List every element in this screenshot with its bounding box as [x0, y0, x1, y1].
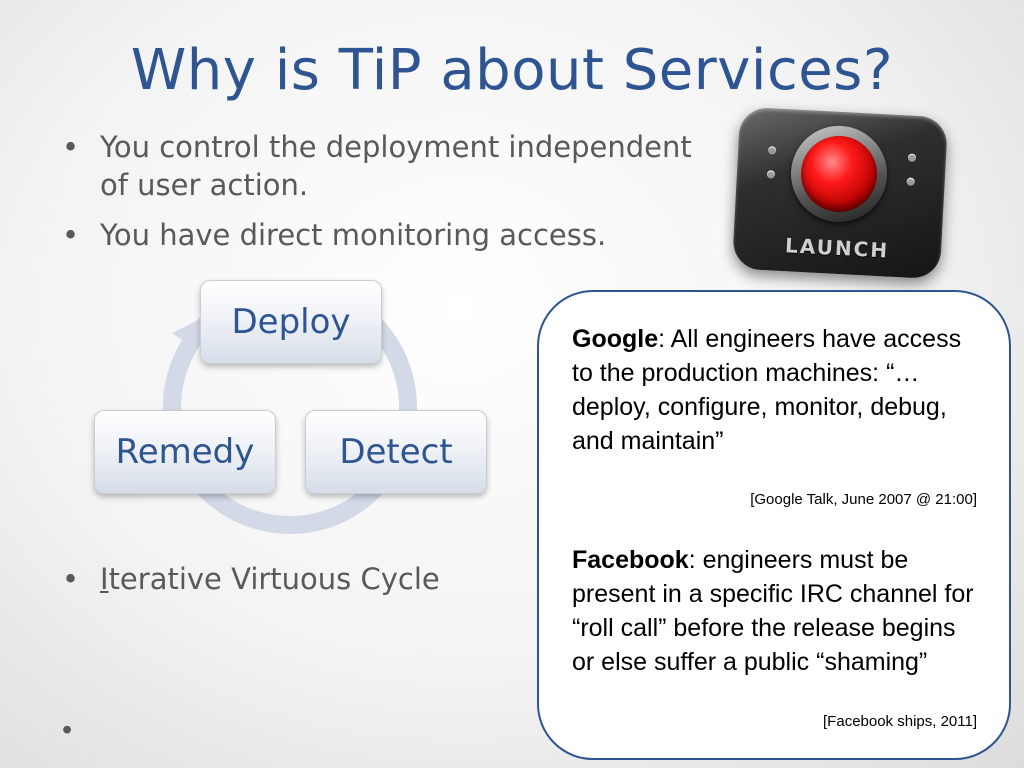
cycle-node-deploy: Deploy [200, 280, 382, 364]
screw-icon [766, 170, 776, 179]
facebook-label: Facebook [572, 546, 689, 574]
virtuous-cycle-diagram: Deploy Detect Remedy [90, 275, 510, 545]
facebook-text: : engineers must be present in a specifi… [572, 546, 974, 676]
google-label: Google [572, 325, 659, 353]
bullet-first-letter: I [100, 562, 109, 596]
bullet-list: You control the deployment independent o… [62, 128, 702, 266]
empty-bullet: • [62, 714, 73, 746]
launch-label: LAUNCH [784, 233, 890, 263]
bullet-item: You control the deployment independent o… [62, 128, 702, 204]
facebook-source: [Facebook ships, 2011] [823, 713, 977, 730]
screw-icon [767, 146, 777, 155]
bullet-text: terative Virtuous Cycle [108, 562, 440, 596]
quote-callout: Google: All engineers have access to the… [537, 290, 1011, 760]
google-quote: Google: All engineers have access to the… [572, 322, 982, 458]
launch-ring [788, 123, 890, 225]
screw-icon [907, 153, 917, 162]
google-text: : All engineers have access to the produ… [572, 325, 962, 455]
launch-button-image: LAUNCH [731, 106, 949, 280]
google-source: [Google Talk, June 2007 @ 21:00] [750, 491, 977, 508]
bullet-item: Iterative Virtuous Cycle [62, 562, 440, 596]
bullet-item: You have direct monitoring access. [62, 216, 702, 254]
red-button-icon [799, 133, 879, 214]
screw-icon [906, 177, 915, 186]
cycle-node-detect: Detect [305, 410, 487, 494]
cycle-node-remedy: Remedy [94, 410, 276, 494]
slide-title: Why is TiP about Services? [130, 38, 894, 103]
facebook-quote: Facebook: engineers must be present in a… [572, 543, 982, 679]
